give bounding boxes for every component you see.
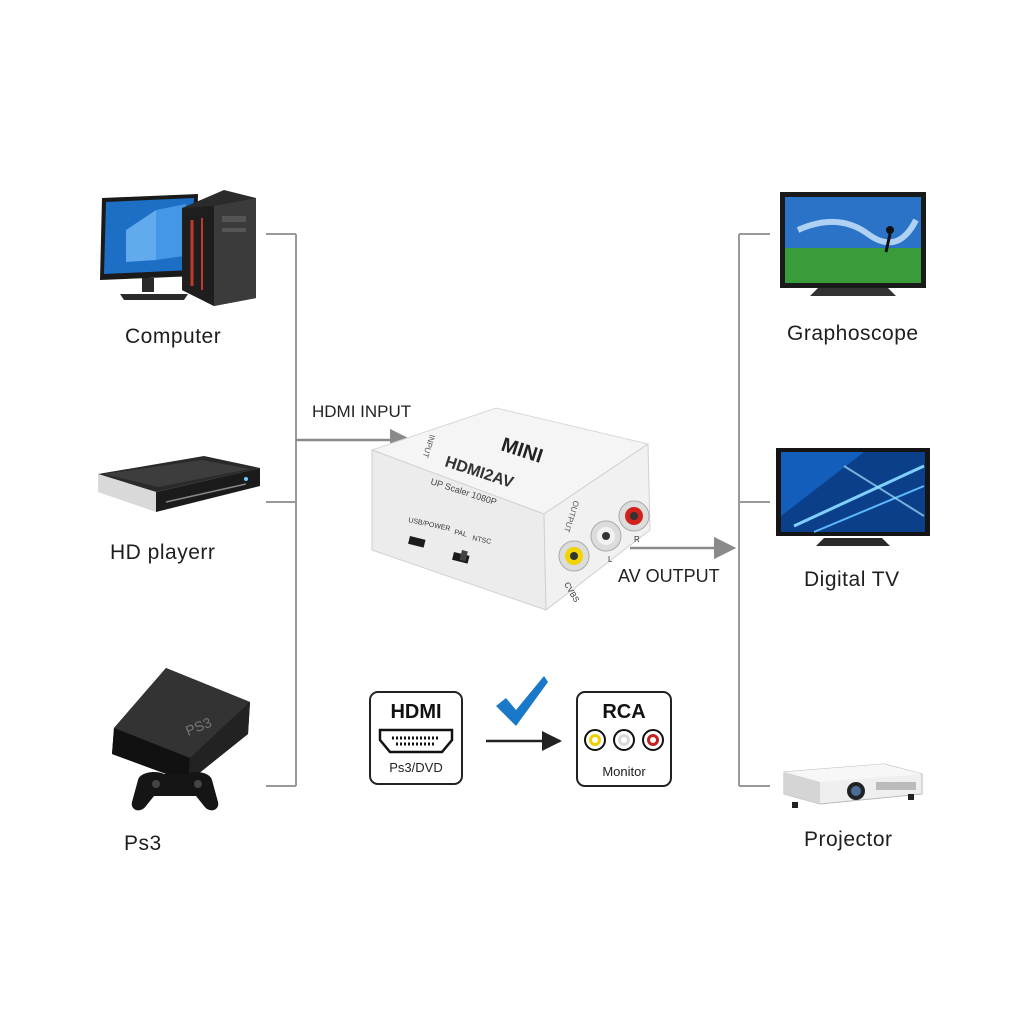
- digital-tv-icon: [776, 448, 930, 546]
- output-label-graphoscope: Graphoscope: [787, 322, 919, 345]
- output-label-digital-tv: Digital TV: [804, 568, 900, 591]
- hdmi-input-label: HDMI INPUT: [312, 402, 412, 421]
- game-console-icon: PS3: [112, 668, 250, 811]
- rca-card-title: RCA: [602, 701, 645, 723]
- hdmi-port-icon: [378, 728, 454, 754]
- device-r-text: R: [634, 535, 640, 544]
- device-ntsc-text: NTSC: [472, 535, 492, 546]
- av-output-label: AV OUTPUT: [618, 566, 720, 586]
- projector-icon: [783, 763, 923, 808]
- hdmi2av-converter-device: MINI HDMI2AV UP Scaler 1080P INPUT OUTPU…: [370, 407, 651, 611]
- blu-ray-player-icon: [98, 456, 260, 512]
- hdmi-card-caption: Ps3/DVD: [389, 760, 442, 775]
- input-label-hd-player: HD playerr: [110, 541, 216, 564]
- computer-tower-icon: [100, 190, 256, 306]
- rca-jack-icons: [584, 729, 664, 751]
- input-label-computer: Computer: [125, 325, 222, 348]
- television-icon: [780, 192, 926, 296]
- hdmi-source-card: HDMI Ps3/DVD: [369, 691, 463, 785]
- input-bracket: [266, 233, 297, 787]
- device-rca-jacks: [558, 500, 650, 572]
- output-bracket: [738, 233, 770, 787]
- rca-card-caption: Monitor: [602, 764, 646, 779]
- rca-target-card: RCA Monitor: [576, 691, 672, 787]
- hdmi-card-title: HDMI: [390, 701, 441, 723]
- device-l-text: L: [608, 555, 613, 564]
- output-label-projector: Projector: [804, 828, 893, 851]
- check-icon: [496, 676, 548, 726]
- input-label-ps3: Ps3: [124, 832, 162, 855]
- device-pal-text: PAL: [454, 529, 468, 539]
